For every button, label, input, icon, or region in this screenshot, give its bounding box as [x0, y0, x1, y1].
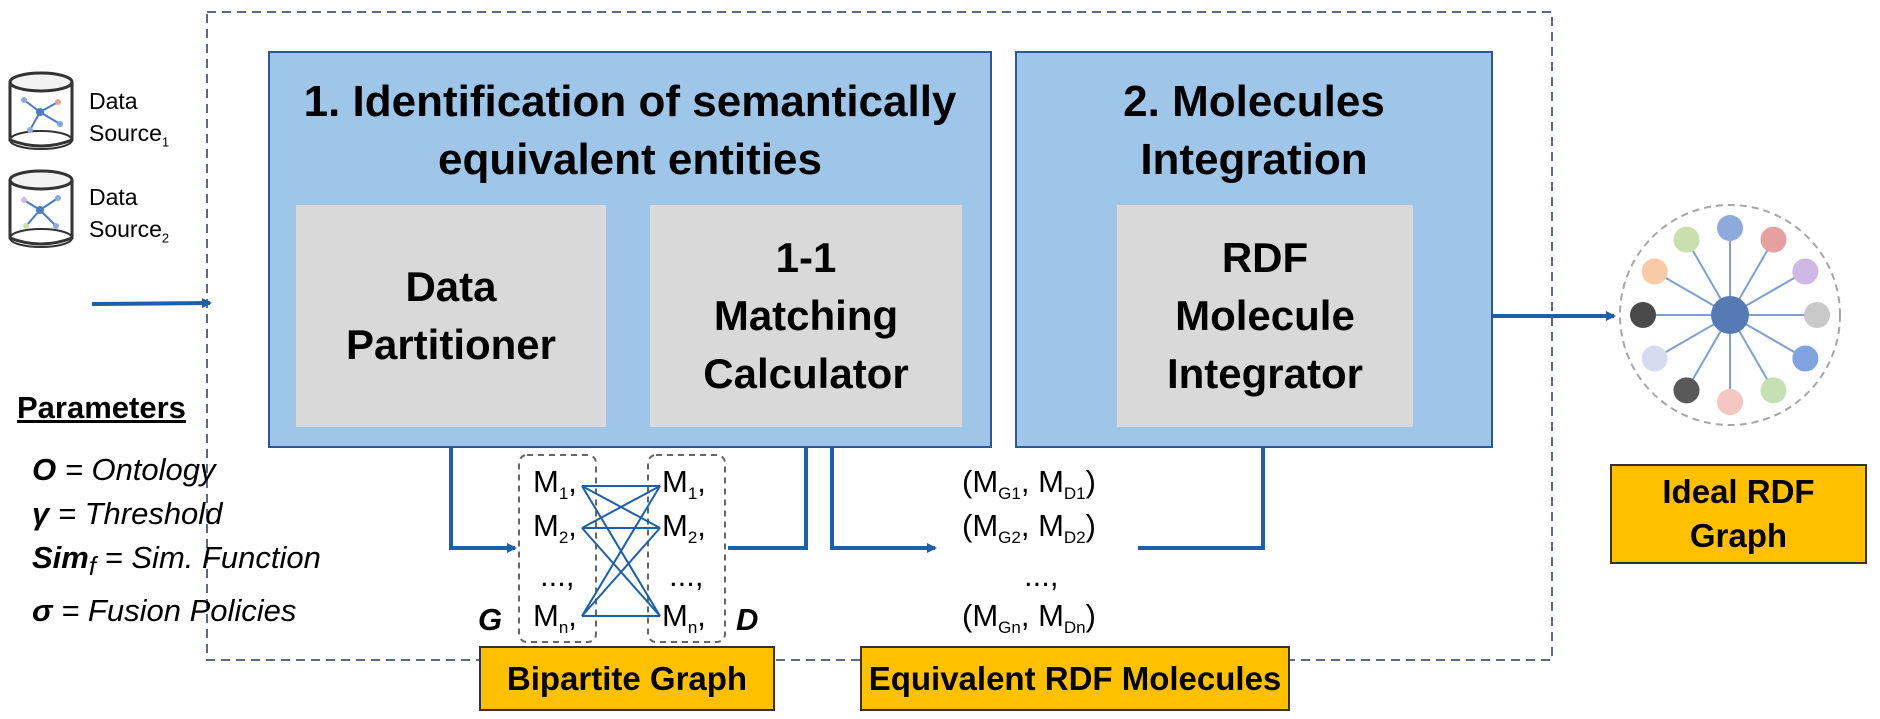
- equivalent-pair: (MGn, MDn): [962, 598, 1096, 638]
- partitioner-to-bipartite-arrow: [449, 428, 517, 553]
- database-icon: [8, 71, 74, 150]
- step2-panel: 2. Molecules Integration RDF Molecule In…: [1015, 51, 1493, 448]
- matching-to-equivalent-arrow: [830, 428, 937, 553]
- rdf-graph-node: [1792, 345, 1819, 372]
- rdf-graph-node: [1717, 215, 1743, 241]
- step1-title-line1: 1. Identification of semantically: [303, 77, 957, 126]
- rdf-graph-node: [1630, 302, 1656, 328]
- rdf-graph-node: [1673, 226, 1700, 253]
- rdf-graph-node: [1804, 302, 1830, 328]
- parameters-title: Parameters: [17, 390, 186, 425]
- bipartite-edges: [581, 485, 661, 617]
- rdf-graph-node: [1717, 389, 1743, 415]
- bipartite-d-item: Mn,: [662, 598, 706, 638]
- bipartite-g-item: M2,: [533, 508, 577, 548]
- equivalent-to-integrator-arrow: [1138, 428, 1268, 550]
- parameter-fusion-policies: σ = Fusion Policies: [32, 593, 297, 629]
- bipartite-group-d: [647, 454, 726, 643]
- rdf-molecule-integrator-box: RDF Molecule Integrator: [1117, 205, 1413, 427]
- parameter-ontology: O = Ontology: [32, 452, 216, 487]
- ideal-rdf-graph-badge: Ideal RDF Graph: [1610, 464, 1867, 564]
- parameters-list: O = Ontology γ = Threshold Simf = Sim. F…: [32, 448, 321, 633]
- bipartite-d-item: M1,: [662, 464, 706, 504]
- step2-title-line1: 2. Molecules: [1123, 77, 1385, 126]
- bipartite-g-item: Mn,: [533, 598, 577, 638]
- step1-panel: 1. Identification of semantically equiva…: [268, 51, 992, 448]
- bipartite-g-label: G: [478, 602, 503, 637]
- equivalent-pair: (MG2, MD2): [962, 508, 1096, 548]
- rdf-graph-node: [1792, 258, 1819, 285]
- rdf-graph-node: [1673, 377, 1700, 404]
- parameter-threshold: γ = Threshold: [32, 496, 223, 531]
- rdf-graph-node: [1641, 345, 1668, 372]
- system-boundary: [206, 11, 1553, 661]
- database-icon: [8, 169, 74, 248]
- bipartite-graph-badge: Bipartite Graph: [479, 646, 775, 711]
- equivalent-pair: (MG1, MD1): [962, 464, 1096, 504]
- bipartite-d-label: D: [736, 602, 759, 637]
- ideal-rdf-graph-icon: [1619, 204, 1841, 426]
- matching-calculator-box: 1-1 Matching Calculator: [650, 205, 962, 427]
- bipartite-d-item: M2,: [662, 508, 706, 548]
- bipartite-g-item: M1,: [533, 464, 577, 504]
- step2-title-line2: Integration: [1140, 135, 1368, 184]
- data-source-2-label: Data Source2: [89, 184, 170, 246]
- step1-title-line2: equivalent entities: [438, 135, 822, 184]
- bipartite-d-item: ...,: [669, 558, 704, 593]
- rdf-graph-node: [1760, 226, 1787, 253]
- equivalent-ellipsis: ...,: [1024, 558, 1059, 593]
- data-source-1-label: Data Source1: [89, 88, 170, 150]
- input-arrow: [91, 298, 212, 309]
- rdf-graph-node: [1760, 377, 1787, 404]
- parameter-similarity-function: Simf = Sim. Function: [32, 540, 321, 582]
- bipartite-to-matching-arrow: [728, 428, 811, 550]
- bipartite-g-item: ...,: [540, 558, 575, 593]
- equivalent-molecules-badge: Equivalent RDF Molecules: [860, 646, 1290, 711]
- bipartite-group-g: [518, 454, 597, 643]
- data-partitioner-box: Data Partitioner: [296, 205, 606, 427]
- rdf-graph-node: [1641, 258, 1668, 285]
